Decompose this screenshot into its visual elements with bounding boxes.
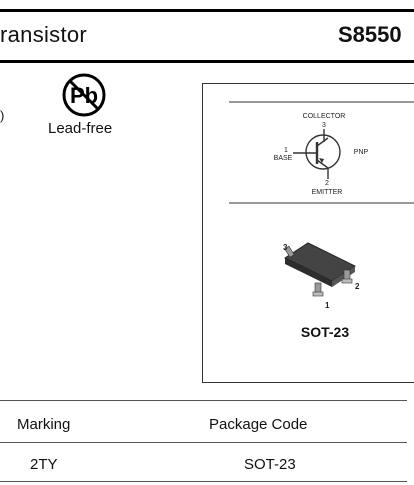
sot23-package-drawing	[283, 242, 357, 297]
table-header-package-code: Package Code	[209, 416, 308, 433]
text-fragment: )	[0, 108, 5, 123]
package-diagram-box: COLLECTOR 3 1 BASE PNP 2 EMITTER	[202, 83, 414, 383]
lead-free-icon: Pb	[58, 72, 110, 118]
header-bottom-rule	[0, 60, 414, 63]
polarity-label: PNP	[354, 149, 369, 156]
base-pin-number: 1	[284, 147, 288, 154]
package-name: SOT-23	[301, 324, 349, 340]
table-header-rule	[0, 442, 407, 443]
lead-free-label: Lead-free	[48, 120, 113, 137]
package-pin-2: 2	[355, 282, 360, 291]
package-pin-3: 3	[283, 243, 288, 252]
table-cell-package-code: SOT-23	[244, 456, 296, 473]
table-header-marking: Marking	[17, 416, 71, 433]
table-bottom-rule	[0, 481, 407, 482]
collector-label: COLLECTOR	[303, 113, 346, 120]
header-title: ransistor	[0, 22, 88, 47]
part-number: S8550	[338, 22, 402, 47]
package-pin-1: 1	[325, 301, 330, 310]
emitter-label: EMITTER	[312, 189, 343, 196]
header-top-rule	[0, 9, 414, 12]
pnp-transistor-symbol	[293, 129, 341, 179]
table-cell-marking: 2TY	[30, 456, 58, 473]
lead-free-symbol-text: Pb	[70, 83, 98, 108]
emitter-pin-number: 2	[325, 180, 329, 187]
collector-pin-number: 3	[322, 122, 326, 129]
base-label: BASE	[274, 155, 293, 162]
table-top-rule	[0, 400, 407, 401]
